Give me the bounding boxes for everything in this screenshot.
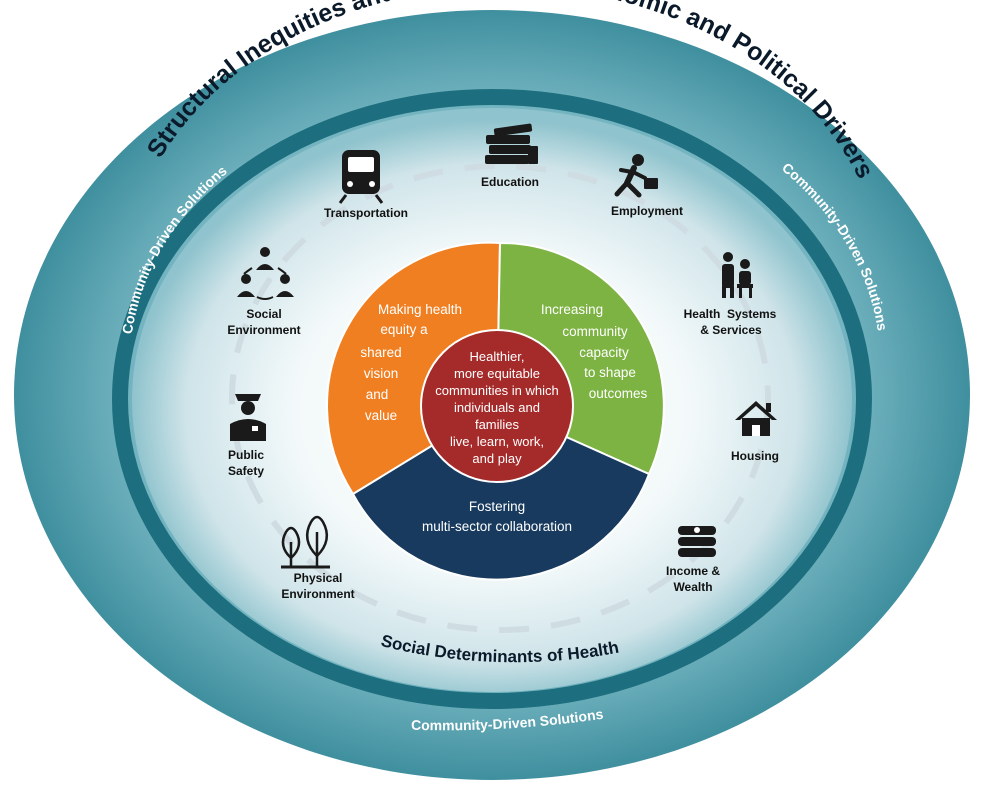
center-line: live, learn, work, bbox=[450, 434, 544, 449]
transportation-label: Transportation bbox=[324, 206, 408, 220]
social-label-1: Social bbox=[246, 307, 281, 321]
segment-shared-vision bbox=[326, 241, 502, 496]
center-circle bbox=[420, 329, 574, 483]
trees-icon bbox=[281, 515, 330, 569]
node-physical-environment: Physical Environment bbox=[281, 515, 355, 601]
employment-label: Employment bbox=[611, 204, 683, 218]
safety-label-1: Public bbox=[228, 448, 264, 462]
income-label-1: Income & bbox=[666, 564, 720, 578]
orange-line: shared bbox=[360, 345, 401, 360]
node-employment: Employment bbox=[611, 154, 683, 218]
segment-community-capacity-text: Increasing community capacity to shape o… bbox=[541, 302, 648, 401]
orange-line: value bbox=[365, 408, 397, 423]
node-housing: Housing bbox=[731, 401, 779, 463]
social-label-2: Environment bbox=[227, 323, 300, 337]
solutions-band bbox=[112, 89, 872, 709]
running-person-icon bbox=[614, 154, 658, 198]
orange-line: Making health bbox=[378, 302, 462, 317]
center-line: families bbox=[475, 417, 520, 432]
housing-label: Housing bbox=[731, 449, 779, 463]
center-line: communities in which bbox=[435, 383, 559, 398]
segment-multisector bbox=[351, 404, 651, 581]
books-icon bbox=[485, 123, 538, 164]
green-line: Increasing bbox=[541, 302, 603, 317]
health-label-1: Health Systems bbox=[684, 307, 777, 321]
orange-line: and bbox=[366, 387, 389, 402]
navy-line: Fostering bbox=[469, 499, 525, 514]
coin-stack-icon bbox=[678, 526, 716, 557]
health-label-2: & Services bbox=[700, 323, 762, 337]
income-label-2: Wealth bbox=[673, 580, 712, 594]
node-transportation: Transportation bbox=[324, 150, 408, 220]
center-line: individuals and bbox=[454, 400, 540, 415]
orange-line: vision bbox=[364, 366, 399, 381]
equity-circle bbox=[326, 241, 665, 581]
house-icon bbox=[735, 401, 777, 436]
safety-label-2: Safety bbox=[228, 464, 264, 478]
center-line: and play bbox=[472, 451, 522, 466]
center-line: Healthier, bbox=[470, 349, 525, 364]
determinants-orbit bbox=[229, 163, 771, 633]
physical-label-2: Environment bbox=[281, 587, 354, 601]
orange-line: equity a bbox=[380, 322, 428, 337]
node-social-environment: Social Environment bbox=[227, 247, 301, 337]
center-line: more equitable bbox=[454, 366, 540, 381]
node-public-safety: Public Safety bbox=[228, 394, 266, 478]
node-education: Education bbox=[481, 123, 539, 189]
doctor-patient-icon bbox=[722, 252, 753, 298]
segment-multisector-text: Fostering multi-sector collaboration bbox=[422, 499, 572, 534]
physical-label-1: Physical bbox=[294, 571, 343, 585]
navy-line: multi-sector collaboration bbox=[422, 519, 572, 534]
green-line: capacity bbox=[579, 345, 629, 360]
green-line: community bbox=[562, 324, 628, 339]
train-icon bbox=[338, 150, 384, 204]
node-health-systems: Health Systems & Services bbox=[684, 252, 777, 337]
education-label: Education bbox=[481, 175, 539, 189]
segment-shared-vision-text: Making health equity a shared vision and… bbox=[360, 302, 462, 423]
people-network-icon bbox=[237, 247, 294, 300]
green-line: outcomes bbox=[589, 386, 648, 401]
green-line: to shape bbox=[584, 365, 636, 380]
police-officer-icon bbox=[230, 394, 266, 441]
center-text: Healthier, more equitable communities in… bbox=[435, 349, 559, 466]
node-income-wealth: Income & Wealth bbox=[666, 526, 720, 594]
